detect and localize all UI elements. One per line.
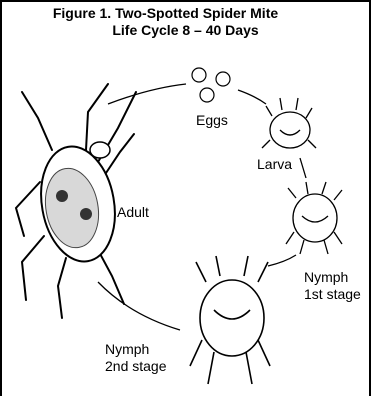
arc-adult-eggs — [108, 84, 186, 104]
larva-leg-4 — [306, 108, 312, 118]
adult-leg-7 — [58, 258, 66, 318]
larva-body — [270, 112, 310, 148]
nymph2-drawing — [190, 256, 270, 384]
larva-leg-3 — [296, 98, 298, 110]
adult-leg-5 — [16, 182, 40, 236]
nymph2-leg-1 — [196, 262, 206, 282]
adult-leg-8 — [98, 250, 124, 304]
nymph1-drawing — [286, 182, 342, 254]
larva-leg-6 — [308, 140, 316, 148]
nymph2-leg-6 — [208, 352, 214, 384]
label-larva: Larva — [257, 156, 292, 173]
adult-mite-drawing — [16, 84, 136, 318]
larva-leg-5 — [262, 140, 270, 148]
larva-leg-2 — [280, 98, 282, 110]
label-adult: Adult — [117, 204, 149, 221]
nymph1-leg-3 — [322, 182, 326, 194]
nymph1-leg-6 — [300, 240, 304, 254]
eggs-drawing — [192, 68, 230, 102]
nymph2-leg-7 — [246, 352, 252, 384]
nymph1-body — [293, 194, 337, 242]
label-eggs: Eggs — [196, 112, 228, 129]
arc-nymph1-nymph2 — [268, 255, 296, 266]
arc-eggs-larva — [238, 90, 266, 104]
nymph2-leg-8 — [258, 340, 270, 366]
adult-spot-2 — [80, 208, 92, 220]
larva-leg-1 — [266, 106, 272, 116]
nymph2-body — [200, 280, 264, 356]
nymph1-leg-1 — [288, 188, 296, 198]
nymph1-leg-8 — [334, 232, 342, 244]
adult-spot-1 — [56, 190, 68, 202]
nymph2-leg-4 — [258, 262, 268, 282]
adult-head — [90, 142, 110, 158]
egg-2 — [216, 72, 230, 86]
egg-1 — [192, 68, 206, 82]
nymph1-leg-4 — [334, 190, 342, 200]
adult-leg-6 — [22, 236, 44, 300]
adult-leg-1 — [22, 92, 52, 150]
label-nymph2-stage: 2nd stage — [105, 358, 167, 375]
nymph1-leg-2 — [306, 182, 308, 194]
adult-leg-2 — [86, 84, 108, 150]
egg-3 — [200, 88, 214, 102]
larva-drawing — [262, 98, 316, 148]
label-nymph1-stage: 1st stage — [304, 286, 361, 303]
nymph1-leg-5 — [286, 232, 294, 244]
label-nymph1-name: Nymph — [304, 269, 348, 286]
arc-nymph2-adult — [98, 282, 180, 330]
label-nymph2-name: Nymph — [105, 341, 149, 358]
arc-larva-nymph1 — [300, 158, 306, 178]
nymph2-leg-3 — [244, 256, 248, 276]
nymph2-leg-5 — [190, 340, 202, 366]
nymph1-leg-7 — [324, 240, 328, 254]
nymph2-leg-2 — [216, 256, 220, 276]
